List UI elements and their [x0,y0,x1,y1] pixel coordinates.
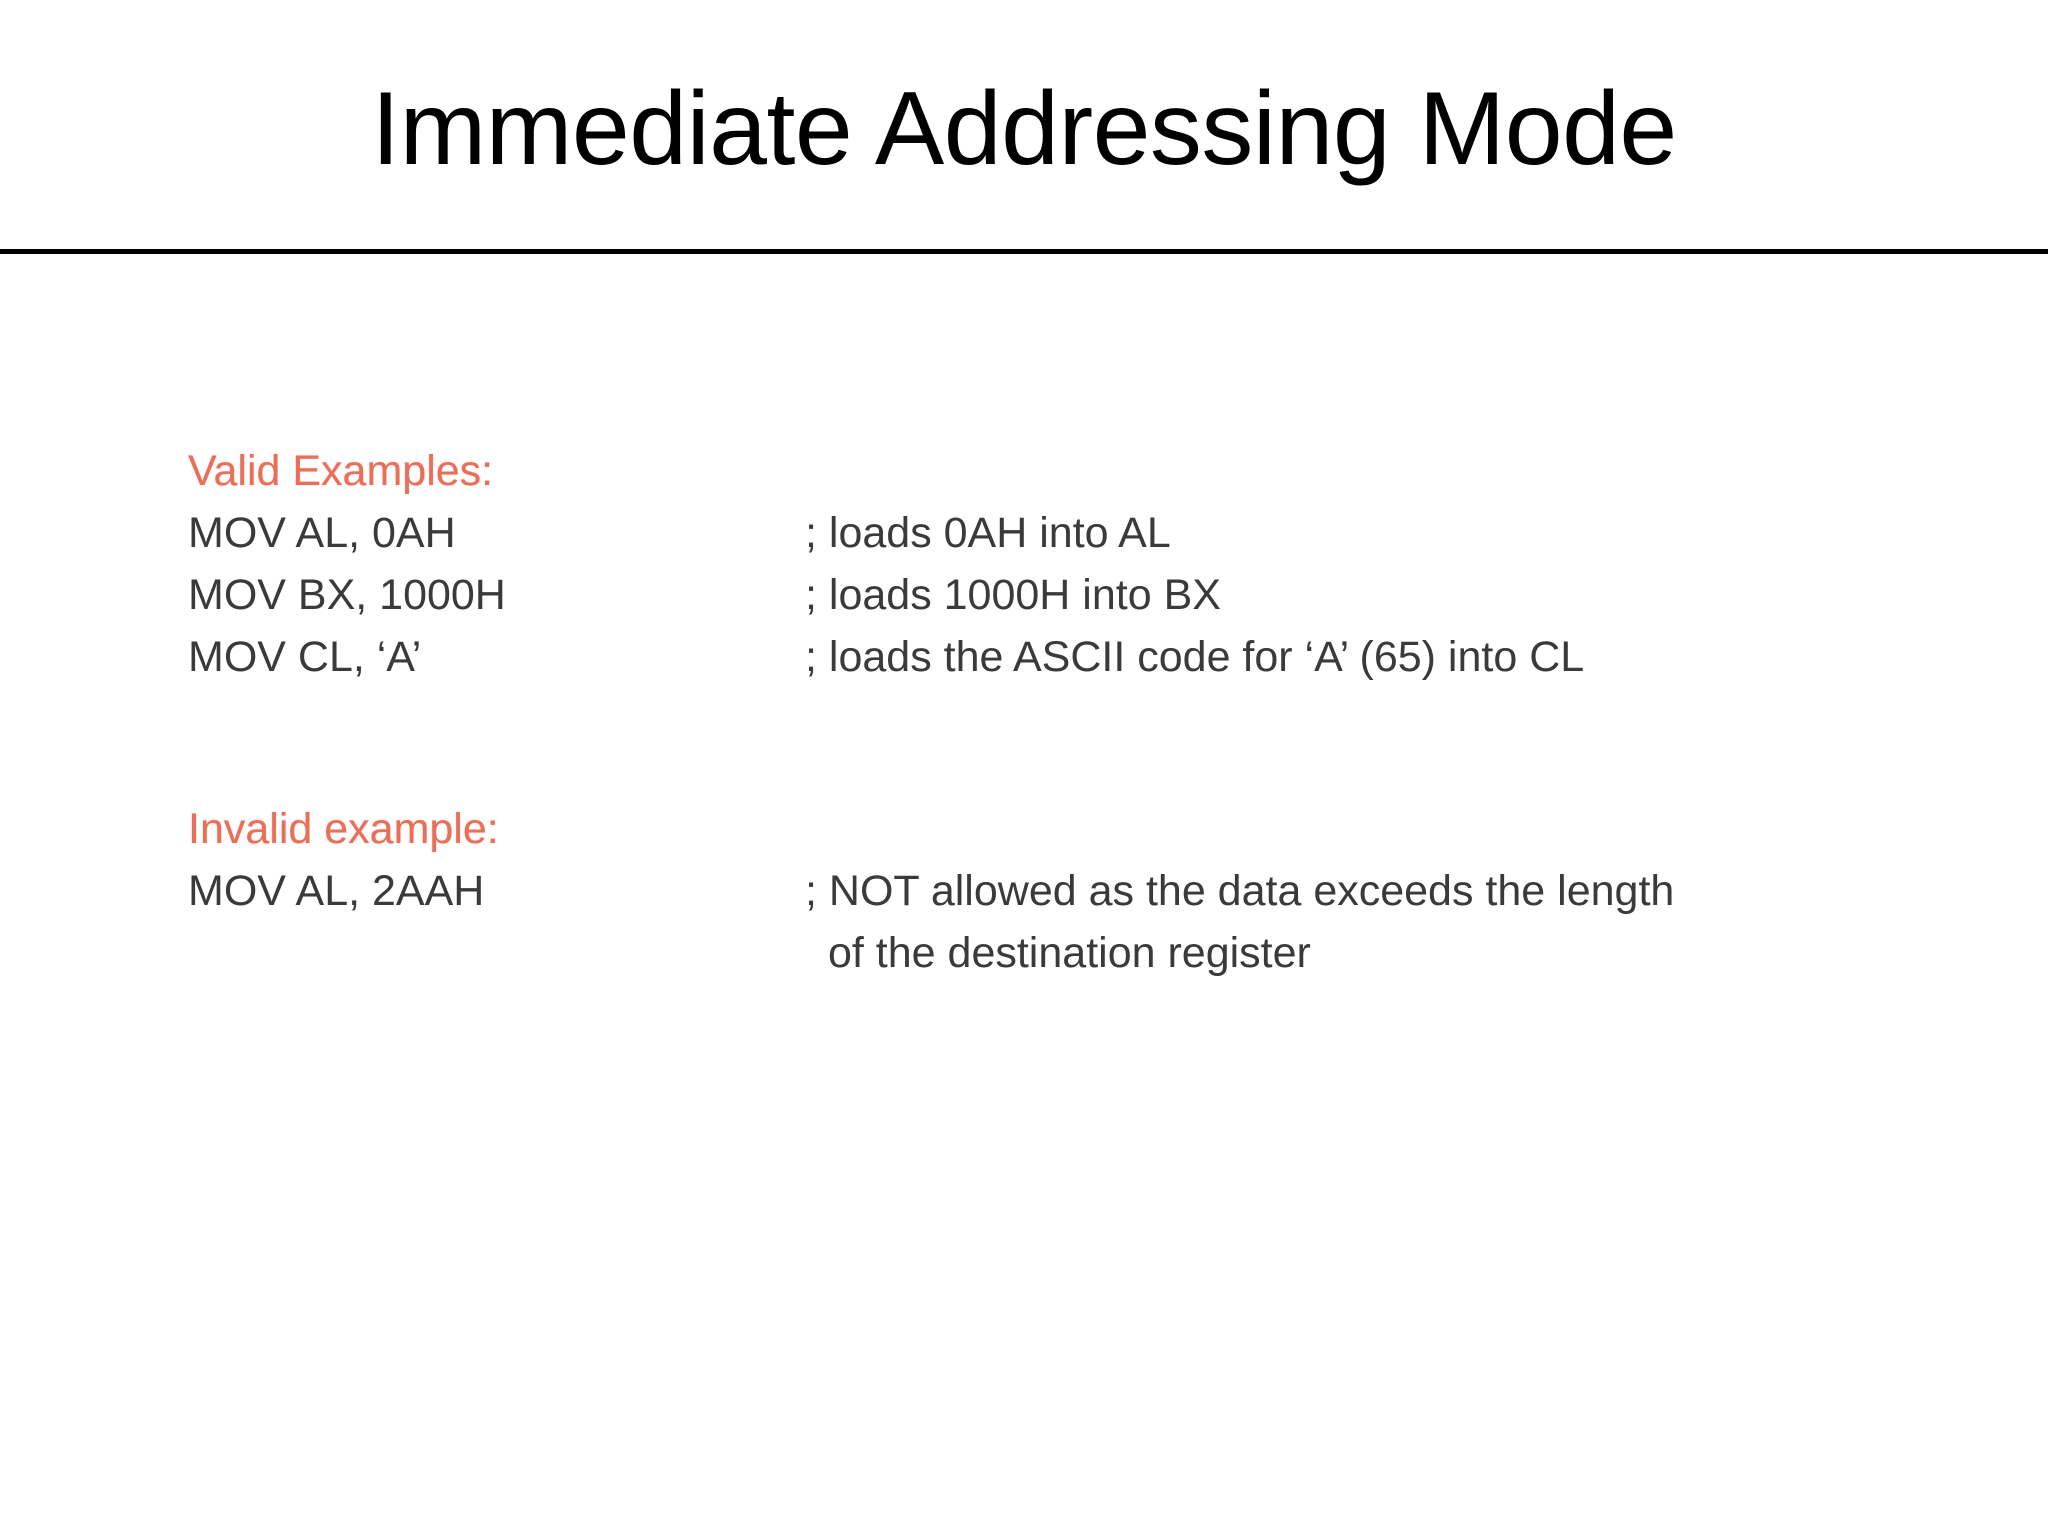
code-row: MOV CL, ‘A’ ; loads the ASCII code for ‘… [188,626,1988,688]
invalid-example-section: Invalid example: MOV AL, 2AAH ; NOT allo… [188,798,1988,984]
code-row: MOV AL, 2AAH ; NOT allowed as the data e… [188,860,1988,922]
instruction-comment: ; loads the ASCII code for ‘A’ (65) into… [805,633,1585,681]
instruction-text: MOV AL, 0AH [188,509,456,557]
code-row: MOV AL, 0AH ; loads 0AH into AL [188,502,1988,564]
code-row: MOV BX, 1000H ; loads 1000H into BX [188,564,1988,626]
section-spacer [188,688,1988,798]
invalid-example-heading: Invalid example: [188,805,499,853]
title-divider-rule [0,249,2048,254]
valid-examples-section: Valid Examples: MOV AL, 0AH ; loads 0AH … [188,440,1988,688]
instruction-comment: ; loads 0AH into AL [805,509,1171,557]
instruction-comment: ; loads 1000H into BX [805,571,1221,619]
instruction-text: MOV AL, 2AAH [188,867,485,915]
instruction-text: MOV BX, 1000H [188,571,506,619]
code-row: of the destination register [188,922,1988,984]
instruction-text: MOV CL, ‘A’ [188,633,422,681]
slide-content: Valid Examples: MOV AL, 0AH ; loads 0AH … [188,440,1988,984]
page-title: Immediate Addressing Mode [371,71,1677,187]
instruction-comment-continuation: of the destination register [828,929,1311,977]
valid-examples-heading: Valid Examples: [188,447,494,495]
instruction-comment: ; NOT allowed as the data exceeds the le… [805,867,1675,915]
